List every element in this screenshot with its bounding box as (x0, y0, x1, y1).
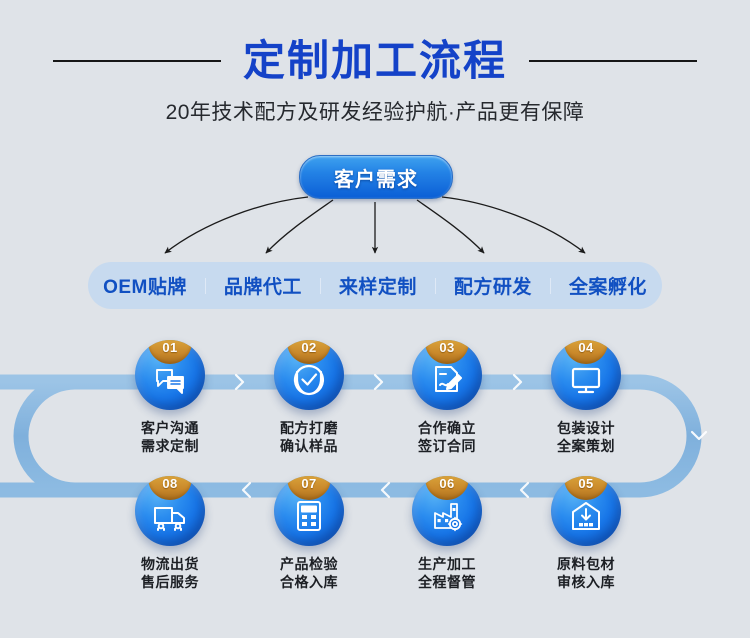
step-number: 02 (301, 340, 317, 355)
step-caption-line2: 确认样品 (280, 438, 338, 454)
service-separator (204, 277, 206, 294)
factory-gear-icon (430, 499, 464, 533)
step-caption: 物流出货 售后服务 (104, 555, 236, 591)
step-bubble: 06 (412, 476, 482, 546)
step-caption-line1: 配方打磨 (280, 420, 338, 436)
page-title-row: 定制加工流程 (0, 28, 750, 94)
customer-demand-label: 客户需求 (334, 168, 418, 191)
step-number-badge: 07 (287, 476, 331, 500)
customer-demand-pill: 客户需求 (299, 155, 453, 199)
step-07[interactable]: 07 产品检验 合格入库 (243, 476, 375, 591)
process-track (0, 373, 708, 499)
service-separator (434, 277, 436, 294)
step-number: 08 (162, 476, 178, 491)
service-item-1[interactable]: 品牌代工 (223, 277, 302, 298)
step-caption: 产品检验 合格入库 (243, 555, 375, 591)
step-number: 05 (578, 476, 594, 491)
step-bubble: 08 (135, 476, 205, 546)
step-05[interactable]: 05 原料包材 审核入库 (520, 476, 652, 591)
step-caption-line1: 包装设计 (557, 420, 615, 436)
step-number-badge: 01 (148, 340, 192, 364)
step-bubble: 05 (551, 476, 621, 546)
step-caption-line1: 生产加工 (418, 556, 476, 572)
title-rule-right (529, 60, 697, 62)
step-bubble: 07 (274, 476, 344, 546)
service-separator (319, 277, 321, 294)
step-number-badge: 02 (287, 340, 331, 364)
step-caption-line1: 原料包材 (557, 556, 615, 572)
step-caption-line1: 客户沟通 (141, 420, 199, 436)
step-caption-line1: 合作确立 (418, 420, 476, 436)
step-08[interactable]: 08 物流出货 售后服务 (104, 476, 236, 591)
step-02[interactable]: 02 配方打磨 确认样品 (243, 340, 375, 455)
step-caption: 包装设计 全案策划 (520, 419, 652, 455)
step-bubble: 03 (412, 340, 482, 410)
step-bubble: 01 (135, 340, 205, 410)
step-number-badge: 05 (564, 476, 608, 500)
step-caption-line1: 物流出货 (141, 556, 199, 572)
step-number-badge: 03 (425, 340, 469, 364)
step-number-badge: 06 (425, 476, 469, 500)
step-number: 01 (162, 340, 178, 355)
step-caption-line2: 全程督管 (418, 574, 476, 590)
demand-arrows (164, 196, 586, 254)
title-rule-left (52, 60, 221, 62)
service-item-0[interactable]: OEM贴牌 (103, 277, 187, 298)
warehouse-inbound-icon (569, 499, 603, 533)
step-bubble: 04 (551, 340, 621, 410)
service-separator (549, 277, 551, 294)
step-caption-line1: 产品检验 (280, 556, 338, 572)
step-number: 03 (439, 340, 455, 355)
step-number: 04 (578, 340, 594, 355)
step-caption-line2: 审核入库 (557, 574, 615, 590)
service-item-3[interactable]: 配方研发 (453, 277, 532, 298)
service-item-2[interactable]: 来样定制 (338, 277, 417, 298)
step-03[interactable]: 03 合作确立 签订合同 (381, 340, 513, 455)
step-01[interactable]: 01 客户沟通 需求定制 (104, 340, 236, 455)
step-caption: 原料包材 审核入库 (520, 555, 652, 591)
check-shield-icon (292, 363, 326, 397)
monitor-icon (569, 363, 603, 397)
step-caption: 客户沟通 需求定制 (104, 419, 236, 455)
page-subtitle: 20年技术配方及研发经验护航·产品更有保障 (165, 101, 585, 124)
service-item-4[interactable]: 全案孵化 (568, 277, 647, 298)
step-caption-line2: 签订合同 (418, 438, 476, 454)
step-caption-line2: 合格入库 (280, 574, 338, 590)
step-caption-line2: 全案策划 (557, 438, 615, 454)
service-types-bar: OEM贴牌 品牌代工 来样定制 配方研发 全案孵化 (88, 262, 662, 309)
step-bubble: 02 (274, 340, 344, 410)
step-number-badge: 04 (564, 340, 608, 364)
step-caption: 合作确立 签订合同 (381, 419, 513, 455)
step-caption-line2: 售后服务 (141, 574, 199, 590)
page-title: 定制加工流程 (242, 37, 507, 84)
step-caption: 配方打磨 确认样品 (243, 419, 375, 455)
step-04[interactable]: 04 包装设计 全案策划 (520, 340, 652, 455)
step-number: 07 (301, 476, 317, 491)
step-number: 06 (439, 476, 455, 491)
calculator-icon (292, 499, 326, 533)
delivery-truck-icon (153, 499, 187, 533)
step-number-badge: 08 (148, 476, 192, 500)
sign-contract-icon (430, 363, 464, 397)
step-06[interactable]: 06 生产加工 全程督管 (381, 476, 513, 591)
step-caption: 生产加工 全程督管 (381, 555, 513, 591)
step-caption-line2: 需求定制 (141, 438, 199, 454)
chat-bubbles-icon (153, 363, 187, 397)
